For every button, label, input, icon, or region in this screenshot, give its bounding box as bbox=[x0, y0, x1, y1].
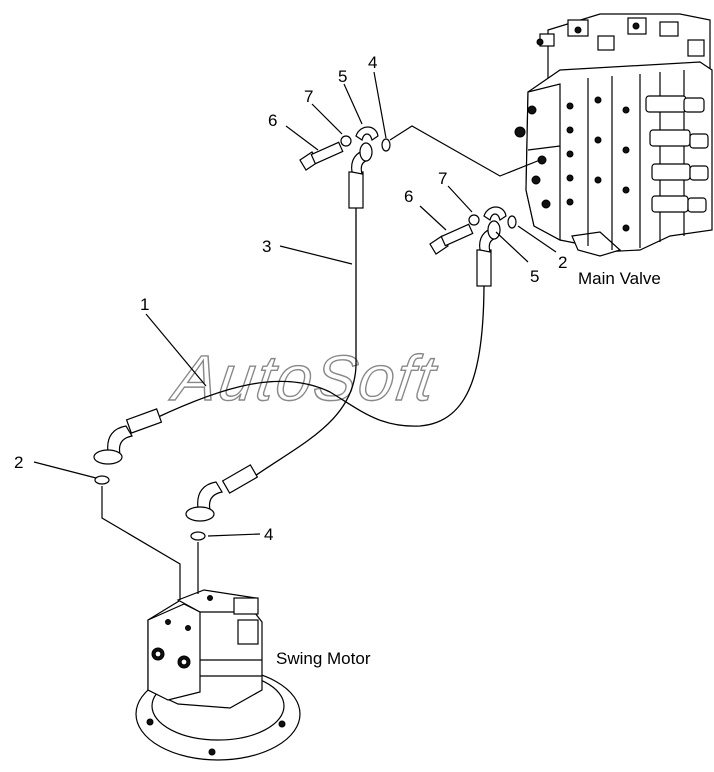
hose-3-valve-fitting bbox=[348, 142, 373, 209]
oring-2-right bbox=[507, 215, 517, 229]
callout-2-right: 2 bbox=[558, 253, 567, 272]
bolt-6-right bbox=[429, 223, 474, 255]
clamp-5-right bbox=[483, 206, 507, 221]
swing-motor bbox=[135, 589, 301, 761]
oring-2-left bbox=[94, 475, 110, 485]
callout-7-right: 7 bbox=[438, 169, 447, 188]
connection-lines bbox=[101, 125, 541, 600]
callout-6-right: 6 bbox=[404, 187, 413, 206]
callout-3: 3 bbox=[262, 237, 271, 256]
oring-4-left bbox=[190, 531, 206, 541]
hose-3 bbox=[251, 206, 357, 479]
callout-1: 1 bbox=[140, 295, 149, 314]
hose-1-valve-fitting bbox=[476, 220, 501, 287]
main-valve-label: Main Valve bbox=[578, 269, 661, 288]
callout-7-top: 7 bbox=[304, 87, 313, 106]
callout-5-right: 5 bbox=[530, 267, 539, 286]
washer-7-top bbox=[340, 135, 352, 147]
callout-4-left: 4 bbox=[264, 525, 273, 544]
hose-1-motor-fitting bbox=[93, 408, 163, 465]
swing-motor-label: Swing Motor bbox=[276, 649, 371, 668]
bolt-6-top bbox=[299, 141, 344, 171]
leader-lines bbox=[33, 71, 557, 537]
hose-3-motor-fitting bbox=[185, 464, 259, 522]
callout-4-top: 4 bbox=[368, 53, 377, 72]
callout-6-top: 6 bbox=[268, 111, 277, 130]
hose-1 bbox=[155, 281, 485, 427]
washer-7-right bbox=[468, 214, 480, 226]
callout-5-top: 5 bbox=[338, 67, 347, 86]
watermark-text: AutoSoft bbox=[166, 342, 443, 414]
callout-2-left: 2 bbox=[14, 453, 23, 472]
oring-4-top bbox=[381, 138, 391, 152]
clamp-5-top bbox=[355, 126, 379, 141]
main-valve bbox=[514, 13, 713, 257]
